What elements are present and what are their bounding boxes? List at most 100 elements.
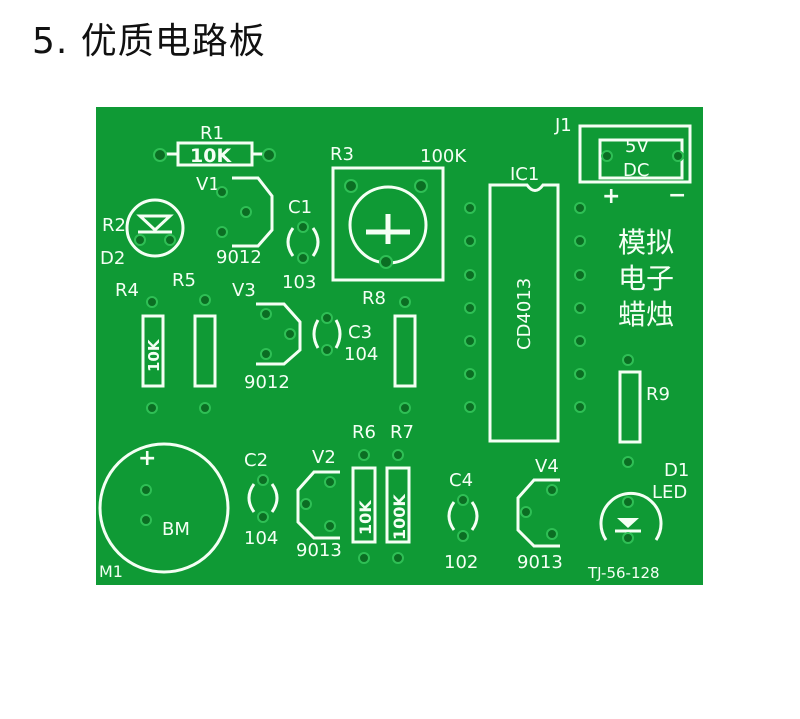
c2-pad-1 xyxy=(257,474,269,486)
r5-pad-1 xyxy=(199,294,211,306)
r5-pad-2 xyxy=(199,402,211,414)
bm-label: BM xyxy=(162,519,190,540)
v3-part: 9012 xyxy=(244,372,290,393)
j1-pad-2 xyxy=(672,150,684,162)
v4-pad-3 xyxy=(546,528,558,540)
v1-pad-3 xyxy=(216,226,228,238)
r8-outline xyxy=(393,314,417,388)
v4-part: 9013 xyxy=(517,552,563,573)
v1-pad-1 xyxy=(216,186,228,198)
r9-pad-2 xyxy=(622,456,634,468)
d1-pad-2 xyxy=(622,532,634,544)
v3-pad-1 xyxy=(260,308,272,320)
v2-part: 9013 xyxy=(296,540,342,561)
r1-label: R1 xyxy=(200,123,224,144)
d1-type: LED xyxy=(652,482,687,503)
r6-outline xyxy=(351,466,377,544)
r1-value: 10K xyxy=(190,145,232,167)
j1-minus: − xyxy=(668,183,686,208)
m1-label: M1 xyxy=(99,562,123,581)
v4-outline xyxy=(516,478,560,548)
v2-pad-2 xyxy=(300,498,312,510)
r4-pad-1 xyxy=(146,296,158,308)
v4-pad-1 xyxy=(546,484,558,496)
j1-type: DC xyxy=(623,160,649,181)
r8-label: R8 xyxy=(362,288,386,309)
c2-pad-2 xyxy=(257,511,269,523)
c2-value: 104 xyxy=(244,528,278,549)
d2-outline xyxy=(125,198,185,258)
r3-pad-2 xyxy=(414,179,428,193)
j1-inner-outline xyxy=(598,138,684,180)
r6-pad-1 xyxy=(358,449,370,461)
v4-label: V4 xyxy=(535,456,559,477)
c1-value: 103 xyxy=(282,272,316,293)
board-title-line-3: 蜡烛 xyxy=(618,298,674,331)
r4-pad-2 xyxy=(146,402,158,414)
r7-outline xyxy=(385,466,411,544)
c2-label: C2 xyxy=(244,450,268,471)
v4-pad-2 xyxy=(520,506,532,518)
r7-pad-1 xyxy=(392,449,404,461)
r7-label: R7 xyxy=(390,422,414,443)
j1-outline xyxy=(578,124,692,184)
r5-outline xyxy=(193,314,217,388)
r3-pad-1 xyxy=(344,179,358,193)
board-title-line-1: 模拟 xyxy=(618,226,674,259)
r5-label: R5 xyxy=(172,270,196,291)
v2-outline xyxy=(296,470,340,540)
d1-outline xyxy=(599,491,663,541)
board-title-line-2: 电子 xyxy=(618,262,674,295)
v3-pad-2 xyxy=(284,328,296,340)
v1-part: 9012 xyxy=(216,247,262,268)
r9-label: R9 xyxy=(646,384,670,405)
d2-pad-1 xyxy=(134,234,146,246)
r3-outline xyxy=(331,166,445,282)
v3-outline xyxy=(256,302,302,366)
ic1-label: IC1 xyxy=(510,164,539,185)
d2-pad-2 xyxy=(164,234,176,246)
c2-arc-left xyxy=(247,483,256,513)
c4-arc-left xyxy=(447,501,456,531)
d2-label: D2 xyxy=(100,248,125,269)
c1-arc-right xyxy=(311,227,320,257)
r4-label: R4 xyxy=(115,280,139,301)
v1-label: V1 xyxy=(196,174,220,195)
d2-diode-symbol xyxy=(136,214,174,233)
c4-value: 102 xyxy=(444,552,478,573)
r9-outline xyxy=(618,370,642,444)
r8-pad-2 xyxy=(399,402,411,414)
r8-pad-1 xyxy=(399,296,411,308)
r6-pad-2 xyxy=(358,552,370,564)
r4-marking: 10K xyxy=(145,338,163,372)
c1-arc-left xyxy=(286,227,295,257)
board-code: TJ-56-128 xyxy=(587,564,660,582)
r1-pad-1 xyxy=(153,148,167,162)
v3-pad-3 xyxy=(260,348,272,360)
c1-label: C1 xyxy=(288,197,312,218)
v1-outline xyxy=(232,176,274,248)
r7-value: 100K xyxy=(390,494,409,540)
page-heading: 5. 优质电路板 xyxy=(32,21,266,62)
ic1-part: CD4013 xyxy=(514,278,535,350)
r7-pad-2 xyxy=(392,552,404,564)
r3-pad-3 xyxy=(379,255,393,269)
r6-label: R6 xyxy=(352,422,376,443)
c3-pad-2 xyxy=(321,344,333,356)
d1-diode-symbol xyxy=(617,518,639,528)
c1-pad-1 xyxy=(297,221,309,233)
ic1-pads xyxy=(464,202,586,413)
bm-plus: + xyxy=(138,446,156,471)
j1-label: J1 xyxy=(554,115,572,136)
d1-label: D1 xyxy=(664,460,689,481)
c4-arc-right xyxy=(470,501,479,531)
r4-outline xyxy=(141,314,165,388)
c3-arc-right xyxy=(334,319,342,349)
v1-pad-2 xyxy=(240,206,252,218)
c4-label: C4 xyxy=(449,470,473,491)
c3-label: C3 xyxy=(348,322,372,343)
ic1-outline xyxy=(488,183,560,443)
c2-arc-right xyxy=(270,483,279,513)
r3-label: R3 xyxy=(330,144,354,165)
